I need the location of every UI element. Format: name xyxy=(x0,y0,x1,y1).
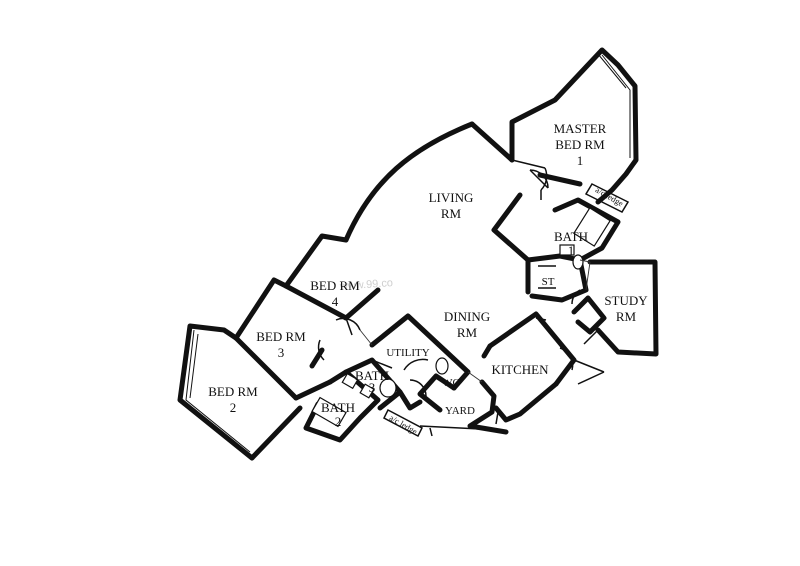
bath2-label-1: BATH xyxy=(321,400,355,415)
bath1-label-2: 1 xyxy=(568,243,575,258)
ac-ledge-2-label: a/c ledge xyxy=(388,412,420,436)
utility-room-walls xyxy=(369,313,471,391)
dining-connectors xyxy=(359,259,591,383)
bed-room-3-label-2: 3 xyxy=(278,345,285,360)
bath1-label-1: BATH xyxy=(554,229,588,244)
bath2-label-2: 2 xyxy=(335,414,342,429)
bed-room-2-label-2: 2 xyxy=(230,400,237,415)
bathtub-bath2 xyxy=(311,396,347,428)
bed-room-4-label-1: BED RM xyxy=(310,278,360,293)
toilet-wc xyxy=(435,357,449,375)
kitchen-label: KITCHEN xyxy=(491,362,549,377)
study-room-label-2: RM xyxy=(616,309,637,324)
bed-room-2-walls xyxy=(177,323,333,461)
bath-2-3-walls xyxy=(303,357,403,443)
study-room-walls xyxy=(571,259,659,357)
ac-ledge-1-label: a/c ledge xyxy=(594,184,626,208)
utility-room-label: UTILITY xyxy=(386,347,429,359)
wc-label: WC xyxy=(442,377,460,389)
master-bedroom-label-2: BED RM xyxy=(555,137,605,152)
living-room-label-1: LIVING xyxy=(429,190,474,205)
bed-room-4-label-2: 4 xyxy=(332,294,339,309)
study-room-label-1: STUDY xyxy=(604,293,648,308)
store-label: ST xyxy=(542,276,555,288)
bed-room-3-walls xyxy=(233,277,325,401)
bed-room-2-label-1: BED RM xyxy=(208,384,258,399)
dining-room-label-1: DINING xyxy=(444,309,490,324)
living-room-walls xyxy=(343,121,549,243)
bed-room-3-label-1: BED RM xyxy=(256,329,306,344)
toilet-bath3 xyxy=(379,378,397,398)
basin-bath2 xyxy=(359,383,375,399)
bath3-label-2: 3 xyxy=(369,380,376,395)
dining-room-label-2: RM xyxy=(457,325,478,340)
bed-room-4-walls xyxy=(283,233,381,336)
toilet-bath1 xyxy=(572,254,584,270)
kitchen-walls xyxy=(481,311,605,425)
bath1-walls xyxy=(491,192,621,303)
basin-bath3 xyxy=(341,372,359,390)
master-bedroom-walls xyxy=(509,47,639,205)
living-room-label-2: RM xyxy=(441,206,462,221)
bathtub xyxy=(573,207,611,247)
bath3-label-1: BATH xyxy=(355,368,389,383)
yard-label: YARD xyxy=(445,405,475,417)
master-bedroom-label-1: MASTER xyxy=(554,121,607,136)
basin-bath1 xyxy=(559,244,575,256)
master-bedroom-label-3: 1 xyxy=(577,153,584,168)
